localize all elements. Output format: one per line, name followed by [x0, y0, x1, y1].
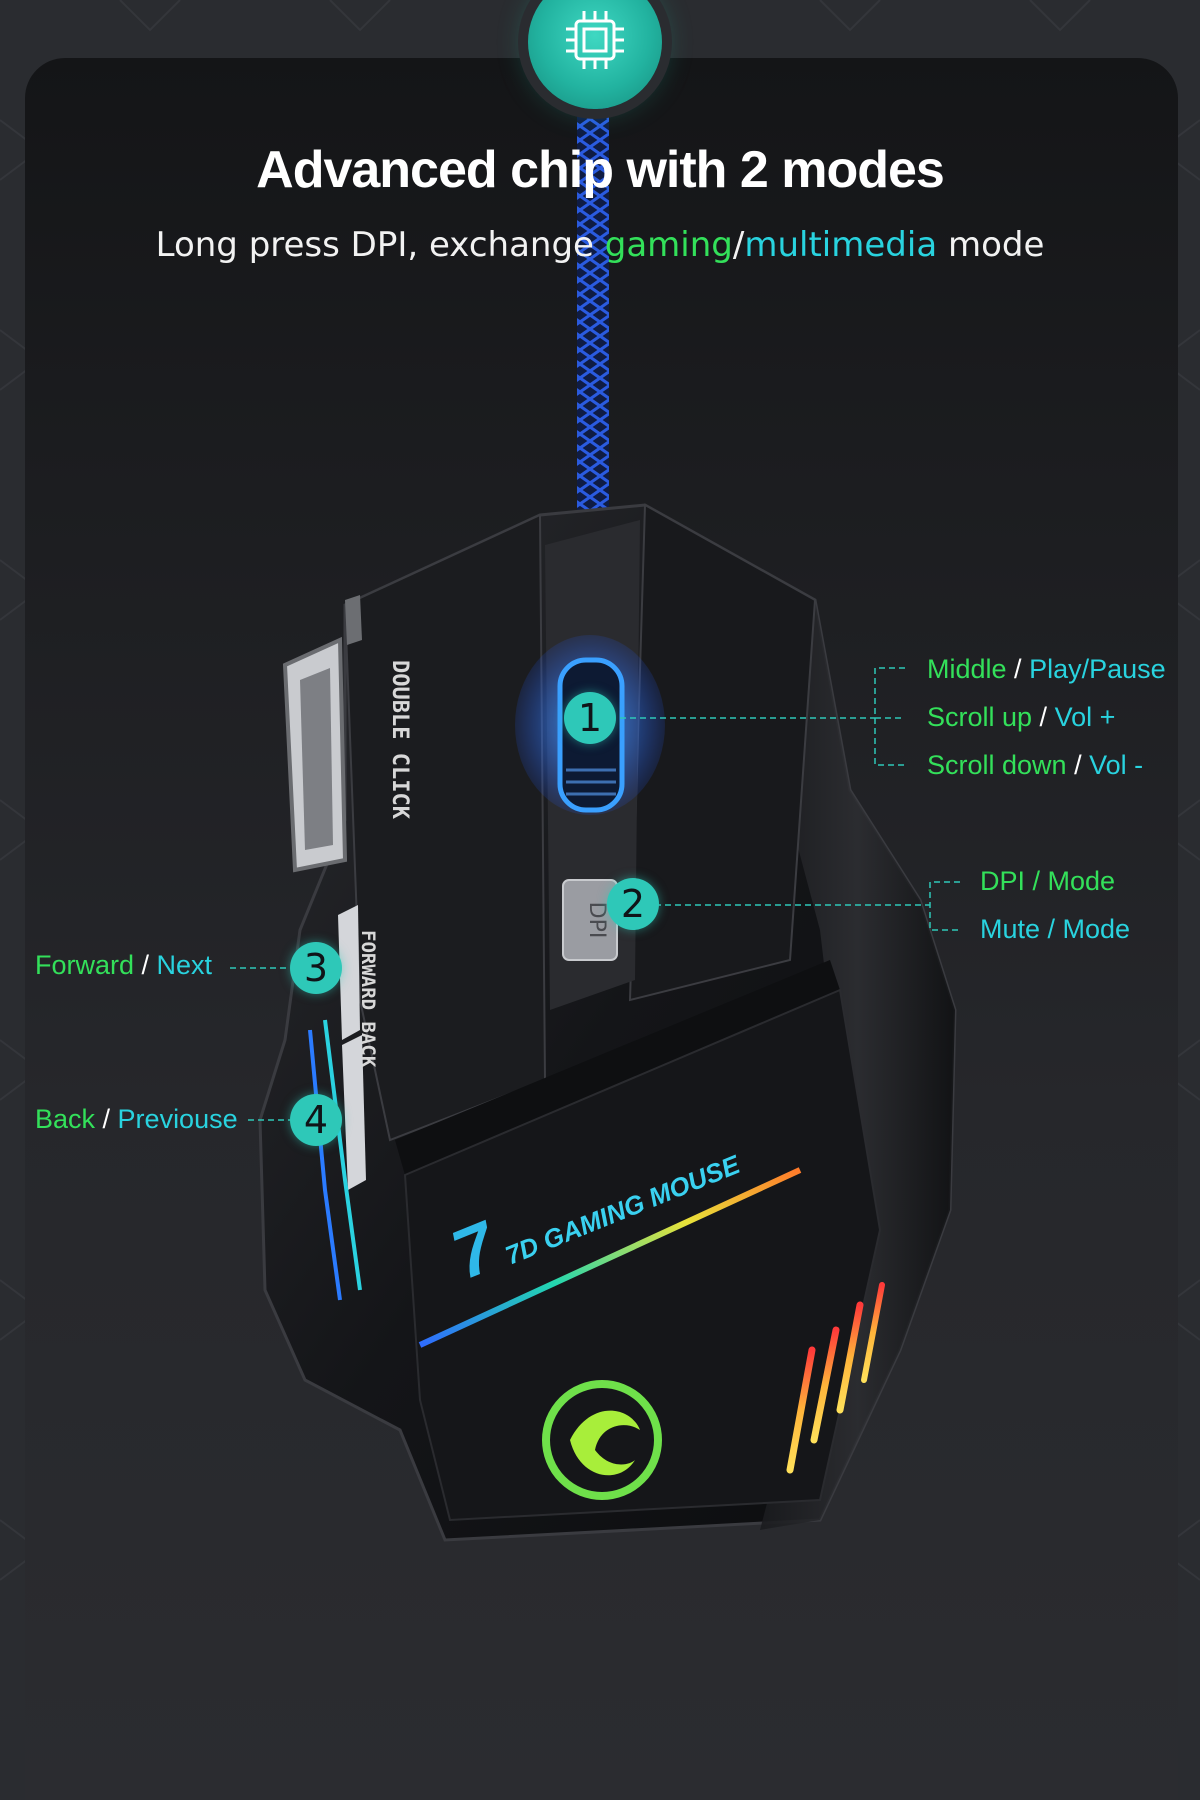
- callout-3-sep: /: [134, 950, 157, 980]
- callout-4-a: Back: [35, 1104, 96, 1134]
- side-text-forward-back: FORWARD BACK: [357, 930, 379, 1068]
- callout-badge-3: 3: [290, 942, 342, 994]
- callout-3-a: Forward: [35, 950, 135, 980]
- dragon-logo-icon: [542, 1380, 662, 1500]
- callout-3-b: Next: [156, 950, 213, 980]
- callout-4-label: Back / Previouse: [35, 1104, 238, 1135]
- callout-1-line-3-sep: /: [1066, 750, 1090, 780]
- callout-4-b: Previouse: [117, 1104, 238, 1134]
- callout-4-sep: /: [95, 1104, 118, 1134]
- callout-1-line-1-b: Play/Pause: [1029, 654, 1166, 684]
- page-subtitle: Long press DPI, exchange gaming/multimed…: [0, 225, 1200, 265]
- chip-icon: [566, 11, 624, 69]
- subtitle-mode-gaming: gaming: [604, 225, 733, 265]
- callout-2-line-1-text: DPI / Mode: [980, 866, 1116, 896]
- callout-2-line-2-text: Mute / Mode: [980, 914, 1131, 944]
- callout-1-line-2: Scroll up / Vol +: [927, 702, 1115, 733]
- subtitle-mode-multimedia: multimedia: [744, 225, 938, 265]
- callout-1-line-3: Scroll down / Vol -: [927, 750, 1143, 781]
- dpi-button-label: DPI: [584, 902, 609, 939]
- callout-badge-1: 1: [564, 692, 616, 744]
- callout-2-line-1: DPI / Mode: [980, 866, 1115, 897]
- callout-1-line-3-b: Vol -: [1089, 750, 1144, 780]
- subtitle-separator: /: [732, 225, 745, 265]
- callout-3-label: Forward / Next: [35, 950, 212, 981]
- callout-1-line-2-b: Vol +: [1054, 702, 1116, 732]
- callout-1-line-1-sep: /: [1006, 654, 1030, 684]
- callout-1-line-1-a: Middle: [927, 654, 1007, 684]
- callout-badge-4: 4: [290, 1094, 342, 1146]
- subtitle-suffix: mode: [937, 225, 1045, 265]
- callout-1-line-2-sep: /: [1032, 702, 1055, 732]
- callout-1-line-3-a: Scroll down: [927, 750, 1067, 780]
- callout-1-line-2-a: Scroll up: [927, 702, 1033, 732]
- side-text-double-click: DOUBLE CLICK: [387, 660, 412, 820]
- callout-badge-2: 2: [607, 878, 659, 930]
- page-title: Advanced chip with 2 modes: [256, 141, 945, 199]
- callout-2-line-2: Mute / Mode: [980, 914, 1130, 945]
- subtitle-prefix: Long press DPI, exchange: [155, 225, 605, 265]
- callout-1-line-1: Middle / Play/Pause: [927, 654, 1166, 685]
- chip-badge: [528, 0, 662, 109]
